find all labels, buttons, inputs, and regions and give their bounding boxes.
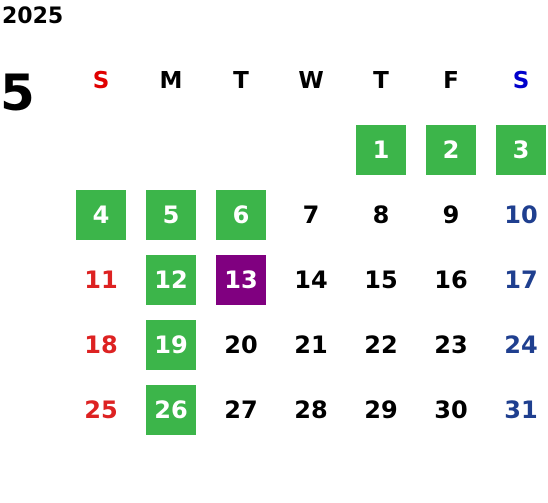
weekday-sun: S (92, 68, 110, 94)
day-cell-28[interactable]: 28 (294, 396, 328, 424)
day-cell-19[interactable]: 19 (146, 320, 196, 370)
day-cell-30[interactable]: 30 (434, 396, 468, 424)
weekday-wed: W (298, 68, 324, 94)
day-cell-20[interactable]: 20 (224, 331, 258, 359)
day-cell-29[interactable]: 29 (364, 396, 398, 424)
day-cell-17[interactable]: 17 (504, 266, 538, 294)
day-cell-18[interactable]: 18 (84, 331, 118, 359)
weekday-mon: M (159, 68, 183, 94)
day-cell-1[interactable]: 1 (356, 125, 406, 175)
day-cell-14[interactable]: 14 (294, 266, 328, 294)
day-cell-27[interactable]: 27 (224, 396, 258, 424)
day-cell-5[interactable]: 5 (146, 190, 196, 240)
day-cell-9[interactable]: 9 (442, 201, 460, 229)
day-cell-24[interactable]: 24 (504, 331, 538, 359)
day-cell-10[interactable]: 10 (504, 201, 538, 229)
day-cell-13[interactable]: 13 (216, 255, 266, 305)
day-cell-16[interactable]: 16 (434, 266, 468, 294)
day-cell-8[interactable]: 8 (372, 201, 390, 229)
weekday-fri: F (443, 68, 459, 94)
weekday-thu: T (373, 68, 389, 94)
day-cell-22[interactable]: 22 (364, 331, 398, 359)
weekday-tue: T (233, 68, 249, 94)
day-cell-25[interactable]: 25 (84, 396, 118, 424)
day-cell-11[interactable]: 11 (84, 266, 118, 294)
day-cell-31[interactable]: 31 (504, 396, 538, 424)
weekday-sat: S (512, 68, 530, 94)
day-cell-12[interactable]: 12 (146, 255, 196, 305)
day-cell-21[interactable]: 21 (294, 331, 328, 359)
day-cell-23[interactable]: 23 (434, 331, 468, 359)
day-cell-3[interactable]: 3 (496, 125, 546, 175)
day-cell-26[interactable]: 26 (146, 385, 196, 435)
month-label: 5 (0, 64, 35, 122)
day-cell-4[interactable]: 4 (76, 190, 126, 240)
day-cell-6[interactable]: 6 (216, 190, 266, 240)
day-cell-2[interactable]: 2 (426, 125, 476, 175)
day-cell-7[interactable]: 7 (302, 201, 320, 229)
day-cell-15[interactable]: 15 (364, 266, 398, 294)
year-label: 2025 (2, 4, 64, 29)
